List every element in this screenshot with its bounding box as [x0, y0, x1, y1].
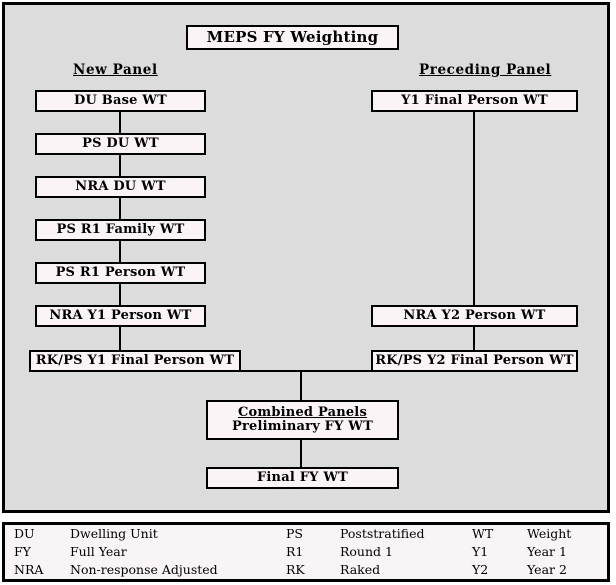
connector-y1-final-person-to-nra-y2-person	[473, 112, 475, 305]
connector-ps-du-to-nra-du	[119, 155, 121, 176]
node-ps-r1-family-wt-label: PS R1 Family WT	[56, 221, 185, 237]
node-rkps-y2-final-person-wt-label: RK/PS Y2 Final Person WT	[375, 352, 574, 368]
node-rkps-y2-final-person-wt: RK/PS Y2 Final Person WT	[371, 350, 578, 372]
connector-merge-horizontal	[239, 370, 373, 372]
legend-abbr: DU	[14, 525, 35, 541]
node-nra-du-wt-label: NRA DU WT	[75, 178, 166, 194]
node-du-base-wt: DU Base WT	[35, 90, 206, 112]
legend-abbr: WT	[472, 525, 494, 541]
node-du-base-wt-label: DU Base WT	[74, 92, 167, 108]
node-ps-du-wt: PS DU WT	[35, 133, 206, 155]
legend-table: DU Dwelling Unit PS Poststratified WT We…	[5, 525, 607, 579]
legend-abbr: RK	[286, 561, 305, 577]
legend-row: DU Dwelling Unit PS Poststratified WT We…	[5, 525, 607, 543]
node-final-fy-wt-label: Final FY WT	[256, 469, 349, 485]
legend-row: NRA Non-response Adjusted RK Raked Y2 Ye…	[5, 561, 607, 579]
node-nra-y2-person-wt-label: NRA Y2 Person WT	[403, 307, 546, 323]
legend-panel: DU Dwelling Unit PS Poststratified WT We…	[2, 522, 610, 582]
node-combined-panels-subtitle: Preliminary FY WT	[232, 419, 373, 434]
legend-definition: Year 1	[527, 543, 567, 559]
node-rkps-y1-final-person-wt-label: RK/PS Y1 Final Person WT	[35, 352, 235, 368]
node-ps-r1-person-wt-label: PS R1 Person WT	[55, 264, 186, 280]
node-combined-panels: Combined Panels Preliminary FY WT	[206, 400, 399, 440]
connector-ps-r1-person-to-nra-y1-person	[119, 284, 121, 305]
connector-merge-to-combined-panels	[300, 370, 302, 400]
legend-abbr: NRA	[14, 561, 44, 577]
node-title: MEPS FY Weighting	[186, 25, 399, 50]
node-combined-panels-title: Combined Panels	[238, 404, 367, 420]
legend-definition: Poststratified	[340, 525, 425, 541]
node-rkps-y1-final-person-wt: RK/PS Y1 Final Person WT	[29, 350, 241, 372]
legend-row: FY Full Year R1 Round 1 Y1 Year 1	[5, 543, 607, 561]
node-y1-final-person-wt: Y1 Final Person WT	[371, 90, 578, 112]
connector-combined-panels-to-final	[300, 440, 302, 467]
legend-definition: Full Year	[70, 543, 127, 559]
legend-definition: Raked	[340, 561, 381, 577]
legend-definition: Weight	[527, 525, 572, 541]
node-ps-r1-person-wt: PS R1 Person WT	[35, 262, 206, 284]
connector-ps-r1-family-to-ps-r1-person	[119, 241, 121, 262]
node-ps-du-wt-label: PS DU WT	[82, 135, 159, 151]
legend-abbr: Y2	[472, 561, 489, 577]
legend-abbr: Y1	[472, 543, 489, 559]
legend-definition: Non-response Adjusted	[70, 561, 218, 577]
column-header-new-panel: New Panel	[73, 62, 158, 78]
legend-abbr: PS	[286, 525, 303, 541]
node-y1-final-person-wt-label: Y1 Final Person WT	[401, 92, 548, 108]
node-title-label: MEPS FY Weighting	[206, 28, 379, 47]
node-ps-r1-family-wt: PS R1 Family WT	[35, 219, 206, 241]
legend-definition: Dwelling Unit	[70, 525, 158, 541]
column-header-preceding-panel: Preceding Panel	[419, 62, 552, 78]
node-nra-y1-person-wt-label: NRA Y1 Person WT	[49, 307, 192, 323]
legend-abbr: R1	[286, 543, 304, 559]
diagram-panel: MEPS FY Weighting New Panel Preceding Pa…	[2, 2, 610, 513]
legend-abbr: FY	[14, 543, 31, 559]
connector-du-base-to-ps-du	[119, 112, 121, 133]
connector-nra-du-to-ps-r1-family	[119, 198, 121, 219]
connector-nra-y1-person-to-rkps-y1	[119, 327, 121, 350]
legend-definition: Year 2	[527, 561, 567, 577]
legend-definition: Round 1	[340, 543, 393, 559]
node-final-fy-wt: Final FY WT	[206, 467, 399, 489]
node-nra-du-wt: NRA DU WT	[35, 176, 206, 198]
node-nra-y1-person-wt: NRA Y1 Person WT	[35, 305, 206, 327]
node-nra-y2-person-wt: NRA Y2 Person WT	[371, 305, 578, 327]
connector-nra-y2-person-to-rkps-y2	[473, 327, 475, 350]
